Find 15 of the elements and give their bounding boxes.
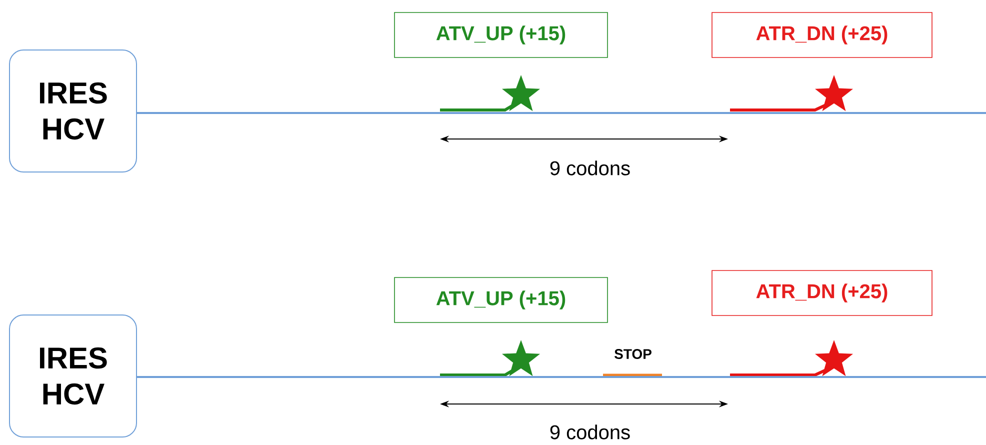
stop-label: STOP [614,349,652,359]
dimension-label: 9 codons [550,160,630,176]
probe-drawing [730,75,854,112]
strand-line [137,112,986,114]
probe-drawing [730,340,854,376]
probe-label-box: ATV_UP (+15) [394,277,608,323]
probe-drawing [440,75,540,112]
region-box: IRES HCV [9,50,137,172]
probe-label-box: ATR_DN (+25) [712,270,932,316]
probe-label-box: ATV_UP (+15) [394,12,608,58]
strand-line [137,376,986,378]
probe-drawing [440,340,540,376]
region-box: IRES HCV [9,314,137,438]
probe-label-box: ATR_DN (+25) [712,12,932,58]
dimension-label: 9 codons [550,424,630,440]
